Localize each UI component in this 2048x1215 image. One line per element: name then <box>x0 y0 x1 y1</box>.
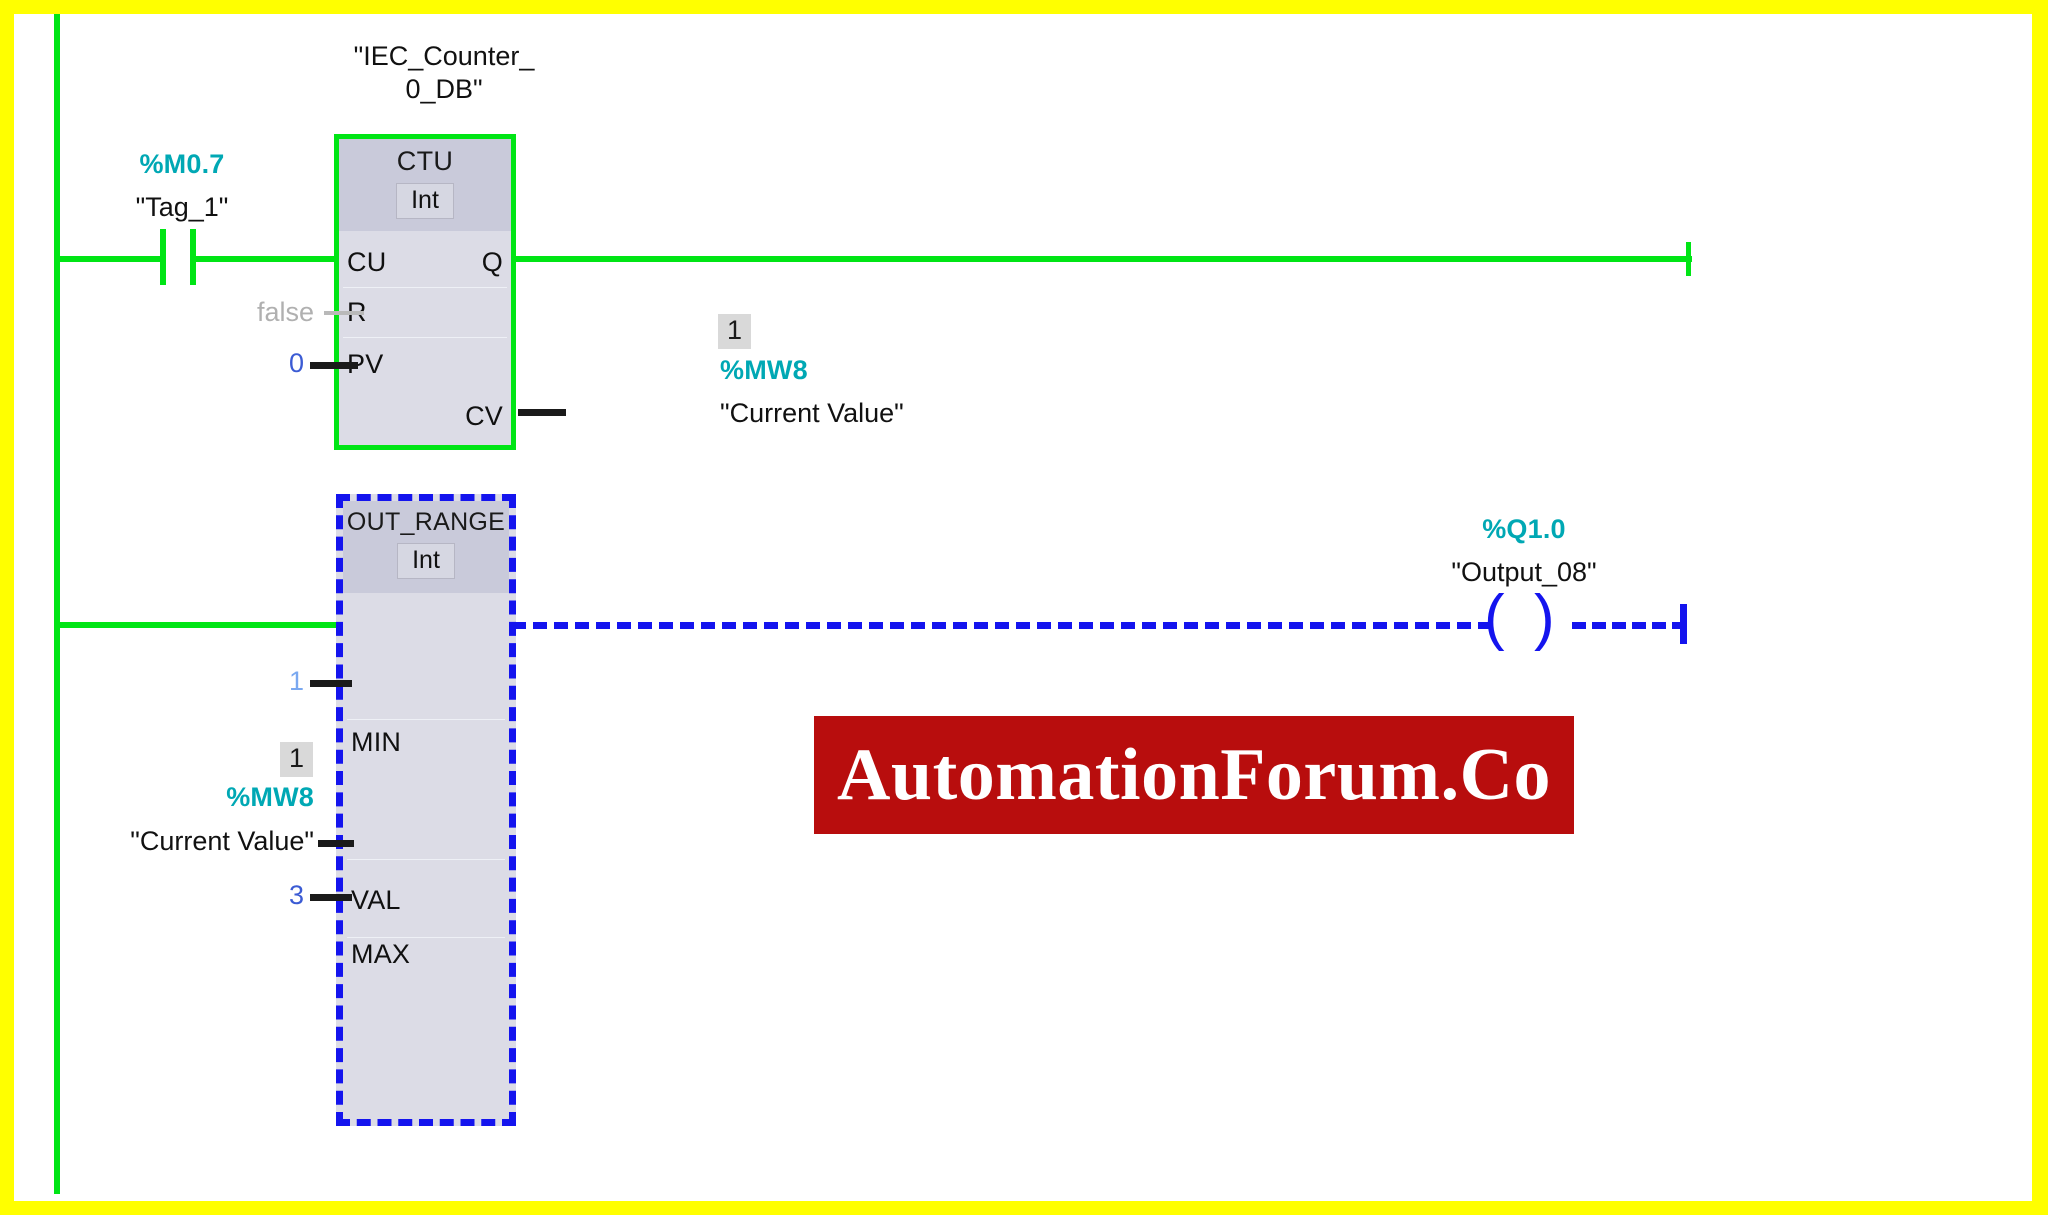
ctu-block-body: CU R PV Q CV <box>339 231 511 445</box>
out-range-val-stub <box>318 840 354 847</box>
contact-bar-right <box>190 229 196 285</box>
cv-symbol-label[interactable]: "Current Value" <box>720 398 904 428</box>
ctu-r-input-stub <box>324 311 364 315</box>
ctu-pin-separator-2 <box>343 337 507 338</box>
out-range-pin-val[interactable]: VAL <box>351 885 401 915</box>
contact-bar-left <box>160 229 166 285</box>
ctu-pin-cv[interactable]: CV <box>465 401 503 431</box>
rung2-wire-terminator <box>1680 604 1687 644</box>
left-power-rail <box>54 14 60 1194</box>
ctu-r-input-value[interactable]: false <box>256 297 314 327</box>
contact-symbol-label: "Tag_1" <box>135 192 229 222</box>
cv-address-label: %MW8 <box>720 355 808 385</box>
out-range-max-stub <box>310 894 352 901</box>
rung1-wire-q-terminator <box>1686 242 1691 276</box>
out-range-pin-separator-2 <box>347 859 505 860</box>
out-range-pin-max[interactable]: MAX <box>351 939 411 969</box>
ctu-pv-input-stub <box>310 362 358 369</box>
rung2-wire-block-to-coil <box>512 622 1492 629</box>
watermark-banner: AutomationForum.Co <box>814 716 1574 834</box>
ctu-pin-cu[interactable]: CU <box>347 247 387 277</box>
ctu-data-type[interactable]: Int <box>396 183 454 219</box>
ctu-pv-input-value[interactable]: 0 <box>288 348 304 378</box>
rung2-wire-rail-to-block <box>54 622 344 628</box>
out-range-block-body: MIN VAL MAX <box>343 593 509 1119</box>
val-address-label: %MW8 <box>226 782 314 812</box>
ctu-cv-output-stub <box>518 409 566 416</box>
rung2-wire-coil-to-end <box>1572 622 1686 629</box>
ladder-editor-canvas: "IEC_Counter_ 0_DB" %M0.7 "Tag_1" CTU In… <box>14 14 2032 1201</box>
out-range-block-title: OUT_RANGE <box>346 508 506 536</box>
ctu-pin-separator-1 <box>343 287 507 288</box>
out-range-min-value[interactable]: 1 <box>288 666 304 696</box>
out-range-block-header: OUT_RANGE Int <box>343 501 509 593</box>
out-range-block[interactable]: OUT_RANGE Int MIN VAL MAX <box>336 494 516 1126</box>
rung1-wire-q-output <box>512 256 1692 262</box>
cv-monitor-value: 1 <box>718 314 752 349</box>
ctu-counter-block[interactable]: CTU Int CU R PV Q CV <box>334 134 516 450</box>
ctu-instance-db-name: "IEC_Counter_ 0_DB" <box>353 41 535 104</box>
val-monitor-value: 1 <box>280 742 314 777</box>
watermark-text: AutomationForum.Co <box>836 733 1552 816</box>
coil-paren-left: ( <box>1484 583 1505 652</box>
ctu-block-title: CTU <box>396 146 454 176</box>
out-range-pin-separator-1 <box>347 719 505 720</box>
out-range-pin-min[interactable]: MIN <box>351 727 402 757</box>
output-coil[interactable]: ( ) <box>1484 587 1574 652</box>
contact-address-label: %M0.7 <box>139 149 225 179</box>
out-range-max-value[interactable]: 3 <box>288 880 304 910</box>
coil-symbol-label[interactable]: "Output_08" <box>1451 557 1597 587</box>
coil-paren-right: ) <box>1534 583 1555 652</box>
rung1-wire-rail-to-contact <box>54 256 166 262</box>
rung1-wire-contact-to-block <box>196 256 338 262</box>
ctu-block-header: CTU Int <box>339 139 511 231</box>
coil-address-label: %Q1.0 <box>1482 514 1566 544</box>
out-range-pin-separator-3 <box>347 937 505 938</box>
out-range-data-type[interactable]: Int <box>397 543 455 579</box>
ctu-pin-q[interactable]: Q <box>481 247 503 277</box>
normally-open-contact[interactable] <box>160 229 200 285</box>
val-symbol-label[interactable]: "Current Value" <box>130 826 314 856</box>
out-range-min-stub <box>310 680 352 687</box>
